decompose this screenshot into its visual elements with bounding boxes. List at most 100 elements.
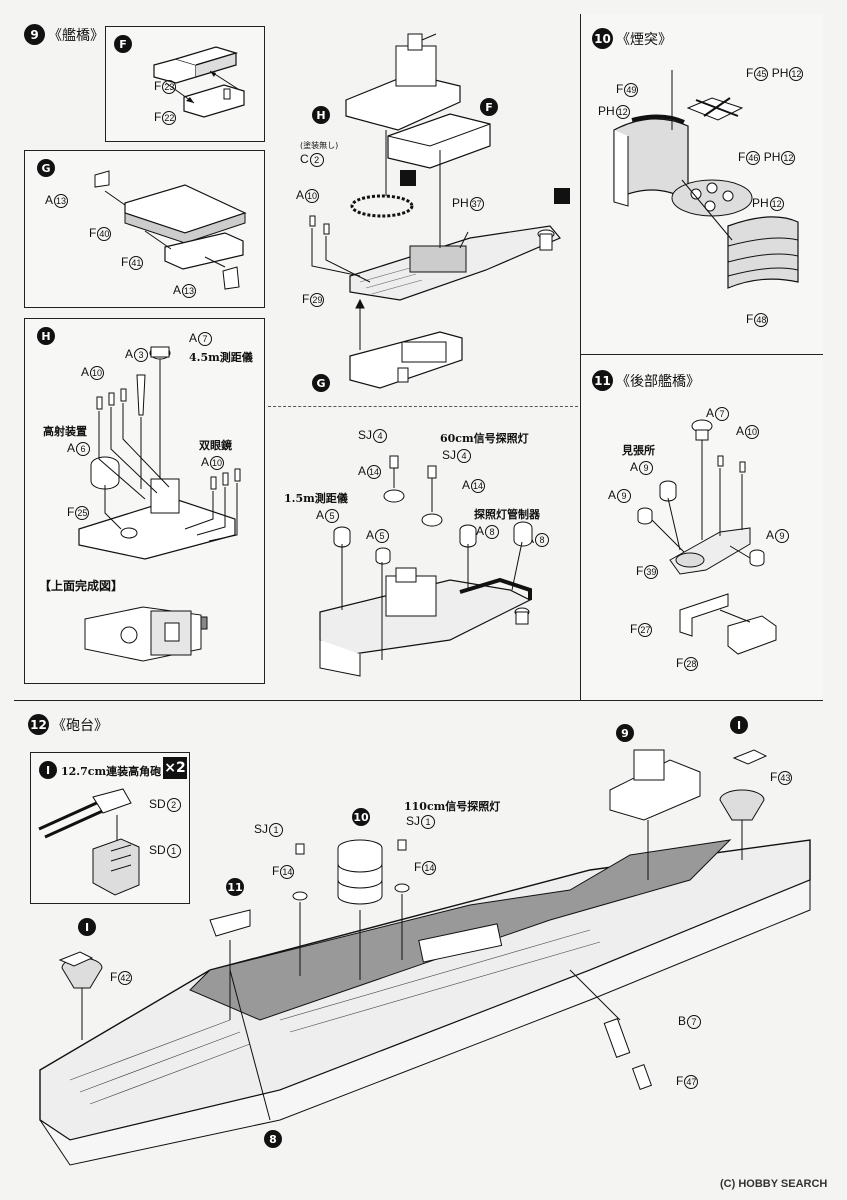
- note-top-view: 【上面完成図】: [39, 579, 124, 593]
- part-f22-f23-drawing: [153, 46, 245, 118]
- step-number: 11: [592, 370, 613, 391]
- note-rangefinder-4-5m: 4.5m測距儀: [189, 351, 253, 364]
- watermark: (C) HOBBY SEARCH: [720, 1178, 828, 1190]
- step-number: 12: [28, 714, 49, 735]
- part-f40-f41-drawing: [94, 170, 247, 290]
- note-searchlight-control: 探照灯管制器: [474, 508, 540, 521]
- badge-times-2: ×2: [163, 757, 187, 779]
- note-12-7cm-gun: 12.7cm連装高角砲: [61, 765, 162, 778]
- step-number: 10: [592, 28, 613, 49]
- bubble-g-main: G: [312, 374, 330, 392]
- bubble-8-ref: 8: [264, 1130, 282, 1148]
- bubble-g: G: [37, 159, 55, 177]
- step-number: 9: [24, 24, 45, 45]
- bubble-9-ref: 9: [616, 724, 634, 742]
- rear-bridge-drawing: [637, 419, 777, 655]
- step-10-header: 10 《煙突》: [592, 28, 672, 49]
- bubble-i: I: [39, 761, 57, 779]
- bubble-f-main: F: [480, 98, 498, 116]
- section-separator: [268, 406, 578, 407]
- bridge-main-drawing: [309, 33, 570, 389]
- bubble-h-main: H: [312, 106, 330, 124]
- gun-drawing: [38, 788, 140, 896]
- bubble-10-ref: 10: [352, 808, 370, 826]
- bubble-i-right: I: [730, 716, 748, 734]
- step-11-header: 11 《後部艦橋》: [592, 370, 700, 391]
- hull-drawing: [39, 749, 811, 1166]
- bubble-h: H: [37, 327, 55, 345]
- upper-bridge-drawing: [319, 455, 533, 677]
- note-signal-110cm: 110cm信号探照灯: [404, 800, 501, 813]
- step-title: 《煙突》: [616, 31, 672, 48]
- note-rangefinder-1-5m: 1.5m測距儀: [284, 492, 348, 505]
- step-title: 《砲台》: [52, 717, 108, 734]
- step-12-divider: [14, 700, 823, 701]
- note-high-angle-director: 高射装置: [43, 425, 87, 438]
- note-no-paint: (塗装無し): [300, 141, 339, 150]
- step-title: 《後部艦橋》: [616, 373, 700, 390]
- bubble-i-left: I: [78, 918, 96, 936]
- step-9-header: 9 《艦橋》: [24, 24, 104, 45]
- funnel-drawing: [613, 70, 799, 289]
- note-signal-60cm: 60cm信号探照灯: [440, 432, 529, 445]
- bubble-f: F: [114, 35, 132, 53]
- step-title: 《艦橋》: [48, 27, 104, 44]
- note-lookout: 見張所: [622, 444, 655, 457]
- bridge-h-drawing: [78, 346, 241, 662]
- step-12-header: 12 《砲台》: [28, 714, 108, 735]
- bubble-11-ref: 11: [226, 878, 244, 896]
- note-binoculars: 双眼鏡: [199, 439, 232, 452]
